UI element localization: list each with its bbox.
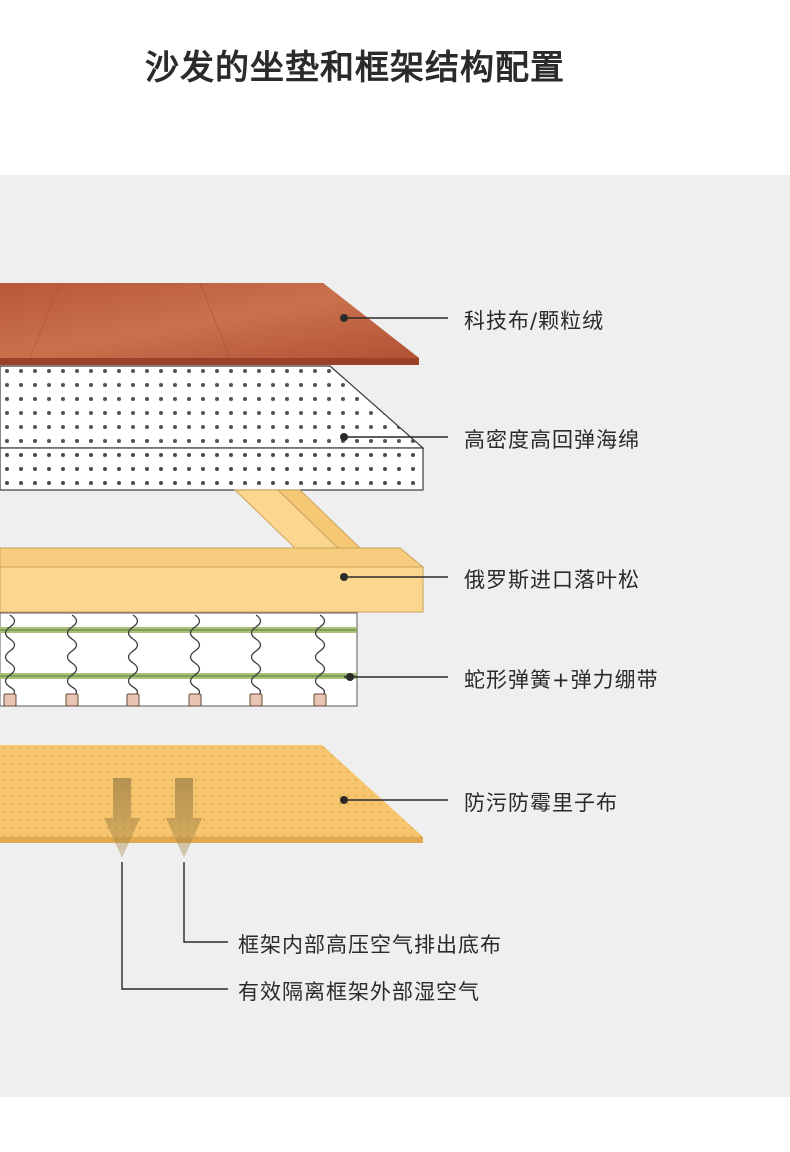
page-title: 沙发的坐垫和框架结构配置	[145, 48, 565, 88]
spring-foot	[188, 693, 202, 707]
spring-layer	[0, 612, 358, 707]
label-fabric: 科技布/颗粒绒	[464, 309, 605, 333]
spring-foot	[313, 693, 327, 707]
leader-lines	[121, 317, 448, 990]
spring-coil	[314, 614, 326, 698]
spring-coil	[66, 614, 78, 698]
airflow-arrow-2	[166, 778, 202, 858]
frame-layer	[0, 489, 425, 613]
spring-foot	[249, 693, 263, 707]
spring-foot	[126, 693, 140, 707]
spring-coil	[4, 614, 16, 698]
airflow-arrow-1	[104, 778, 140, 858]
label-airflow-out: 框架内部高压空气排出底布	[238, 933, 502, 957]
foam-layer	[0, 365, 425, 491]
label-lining: 防污防霉里子布	[464, 791, 618, 815]
label-springs: 蛇形弹簧+弹力绷带	[464, 668, 659, 692]
spring-foot	[3, 693, 17, 707]
fabric-layer	[0, 282, 419, 365]
spring-coil	[250, 614, 262, 698]
leader-dots	[340, 314, 354, 804]
spring-foot	[65, 693, 79, 707]
label-airflow-isolate: 有效隔离框架外部湿空气	[238, 980, 480, 1004]
label-frame: 俄罗斯进口落叶松	[464, 568, 640, 592]
spring-coil	[189, 614, 201, 698]
lining-layer	[0, 745, 423, 843]
spring-coil	[127, 614, 139, 698]
label-foam: 高密度高回弹海绵	[464, 428, 640, 452]
